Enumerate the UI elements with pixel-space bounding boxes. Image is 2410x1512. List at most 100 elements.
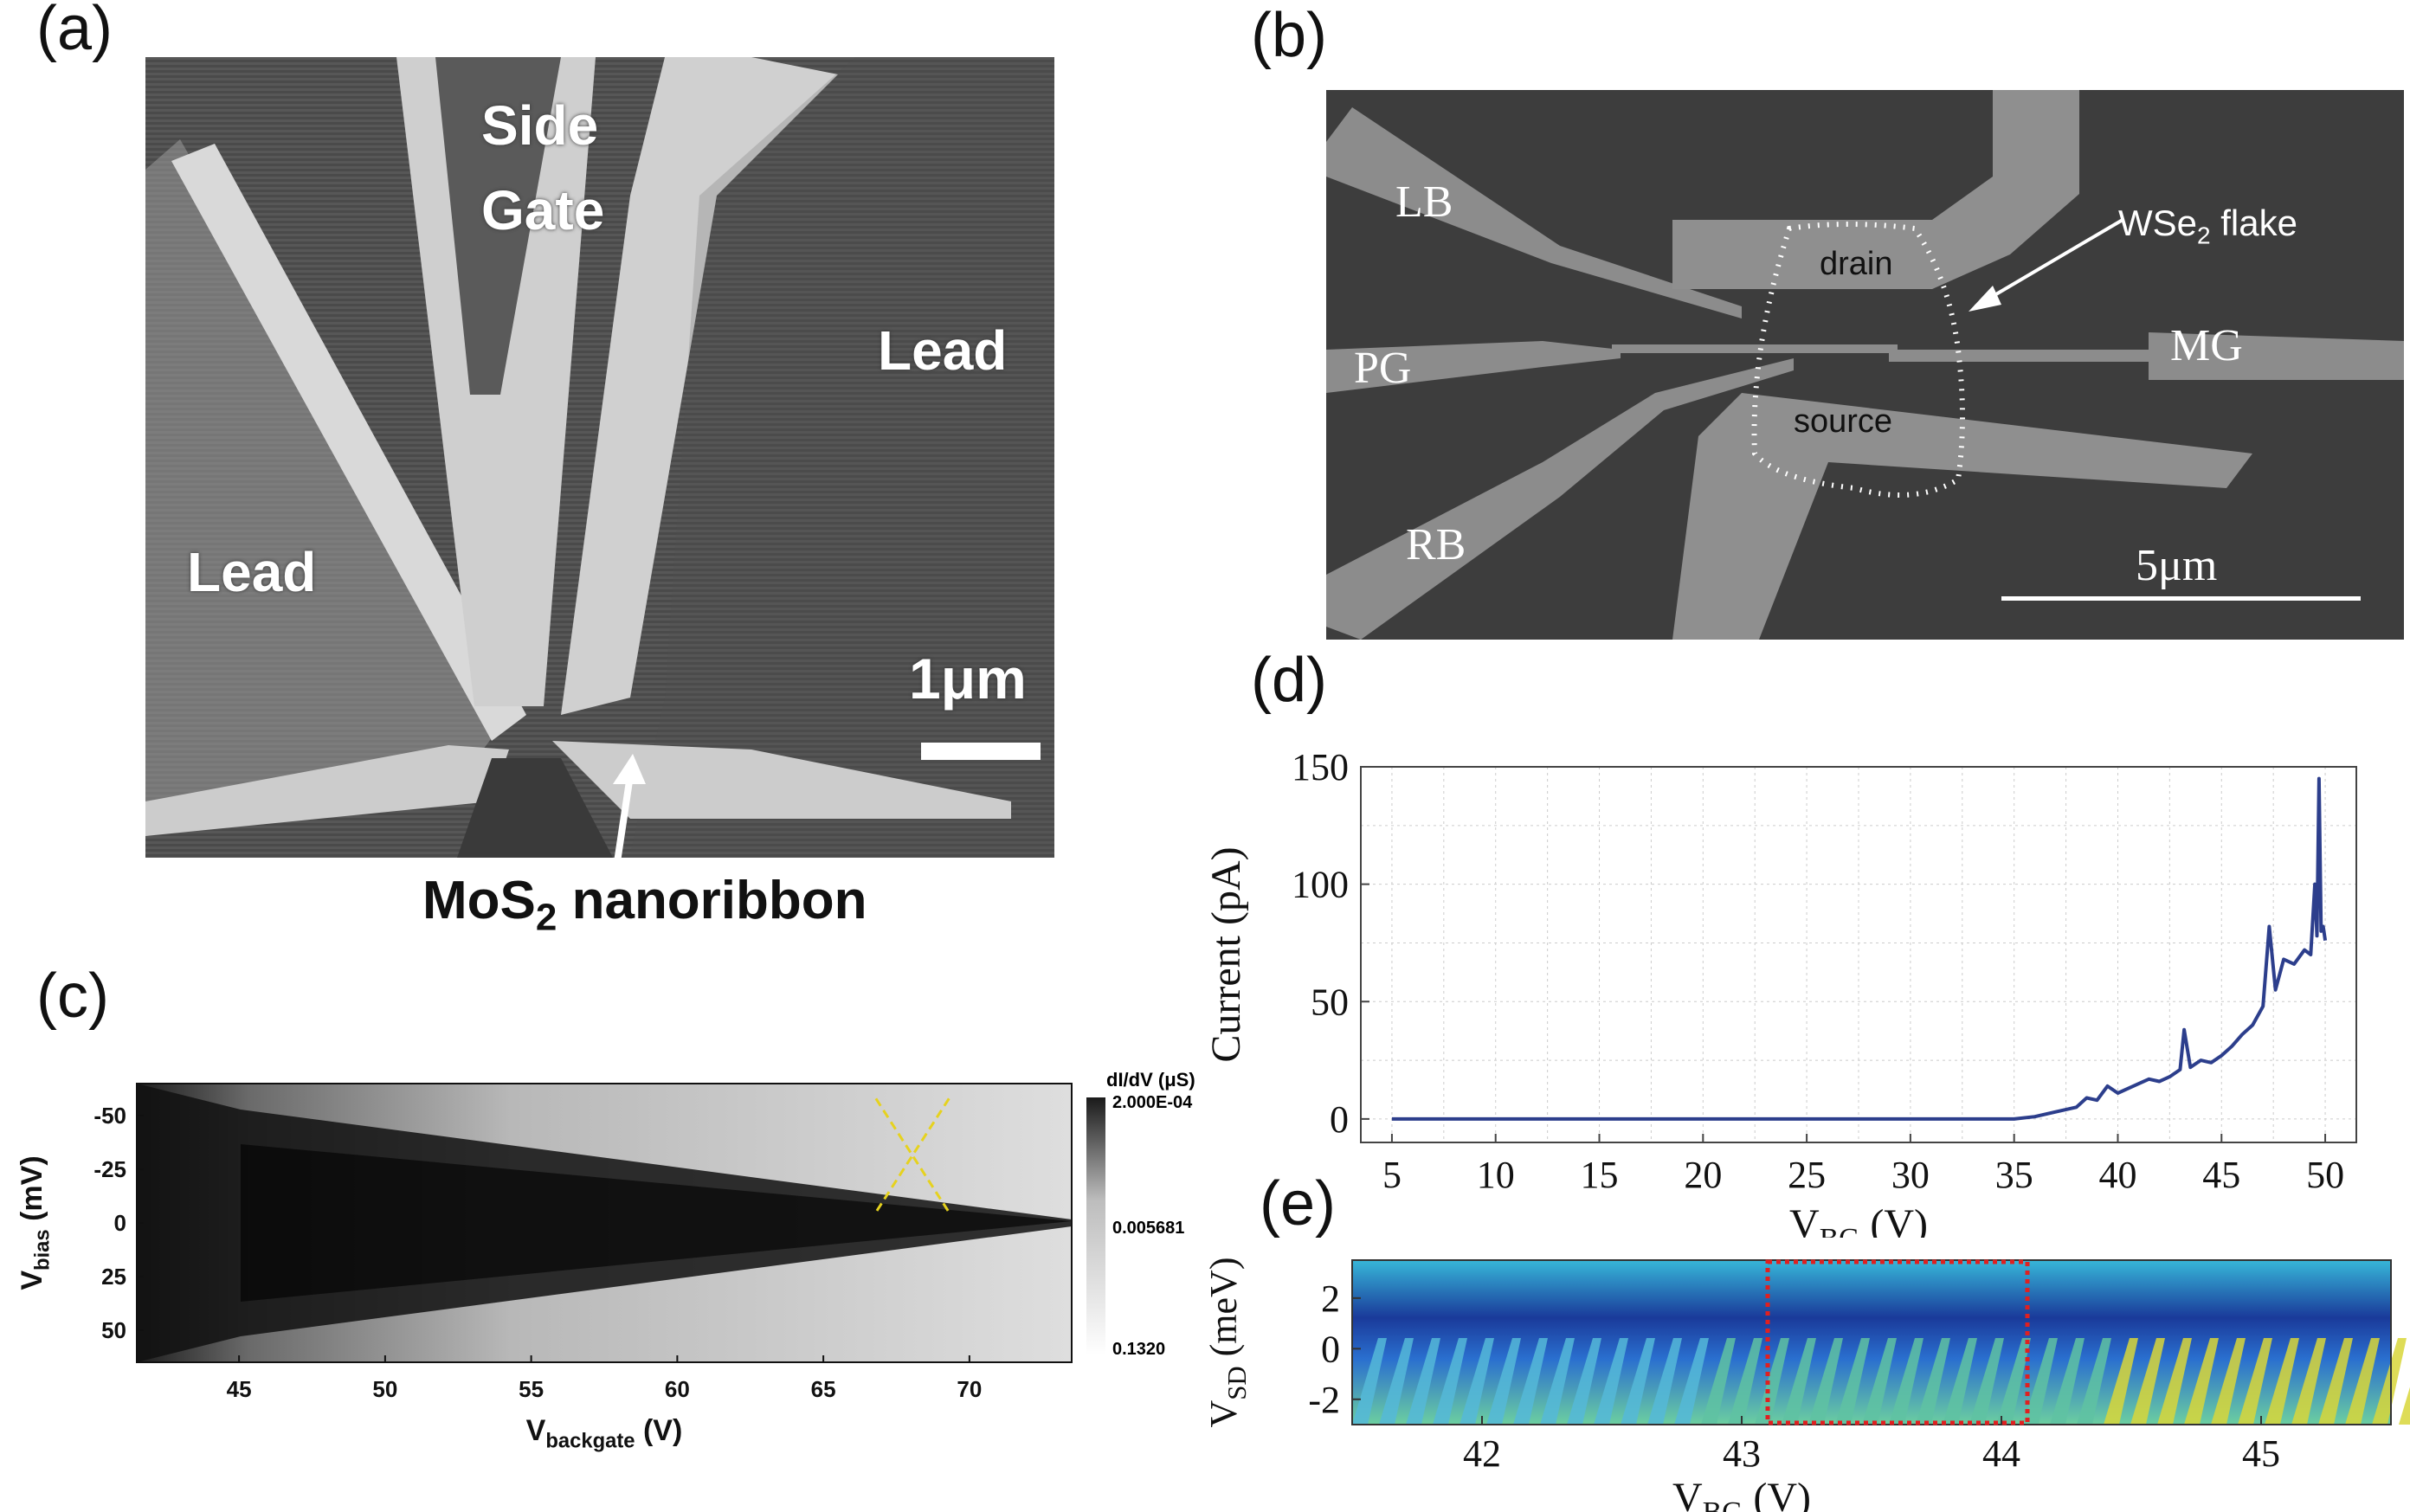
caption-subscript: 2 [535,896,557,939]
y-tick-label-e: 0 [1321,1328,1340,1370]
heatmap-e-stripe [1755,1338,1789,1425]
source-label: source [1794,403,1893,440]
heatmap-e-stripe [1808,1338,1843,1425]
heatmap-e-stripe [2318,1338,2353,1425]
heatmap-e-stripe [2077,1338,2111,1425]
panel-a-caption: MoS2 nanoribbon [422,870,867,939]
heatmap-e-stripe [1486,1338,1521,1425]
heatmap-e-stripe [2211,1338,2246,1425]
x-tick-label-d: 15 [1581,1154,1619,1196]
lead-label-left: Lead [187,541,317,603]
scale-bar-label-b: 5μm [2136,541,2218,590]
heatmap-e-stripe [1621,1338,1655,1425]
heatmap-c-gap-core [241,1144,1072,1302]
heatmap-e-stripe [1889,1338,1923,1425]
y-tick-label-c: 50 [101,1317,126,1343]
heatmap-e-stripe [1674,1338,1709,1425]
heatmap-e-stripe [2265,1338,2299,1425]
heatmap-e-stripe [2184,1338,2219,1425]
chart-d-plot-area: 5101520253035404550050100150VBG (V)Curre… [1203,746,2357,1238]
x-tick-label-c: 50 [372,1376,397,1402]
panel-label-e: (e) [1260,1169,1336,1239]
x-tick-label-d: 50 [2306,1154,2344,1196]
x-tick-label-c: 45 [227,1376,252,1402]
x-tick-label-c: 55 [519,1376,544,1402]
heatmap-e-stripe [2345,1338,2380,1425]
plot-frame-d [1360,766,2357,1143]
caption-suffix: nanoribbon [557,871,867,930]
chart-d-current-vs-vbg: 5101520253035404550050100150VBG (V)Curre… [1203,746,2357,1238]
x-tick-label-c: 70 [957,1376,982,1402]
x-tick-label-c: 60 [665,1376,690,1402]
y-axis-label-e: VSD (meV) [1202,1258,1252,1428]
heatmap-e-stripe [1460,1338,1494,1425]
heatmap-e-stripe [2157,1338,2192,1425]
colorbar-top-label: 2.000E-04 [1112,1093,1193,1112]
colorbar [1086,1097,1105,1355]
y-tick-label-c: 25 [101,1264,126,1290]
x-axis-label-d: VBG (V) [1789,1201,1928,1238]
y-tick-label-c: 0 [114,1210,126,1236]
heatmap-e-stripe [1433,1338,1467,1425]
sem-image-drawing [1326,90,2404,640]
heatmap-e-stripe [2104,1338,2138,1425]
flake-label: WSe2 flake [2118,203,2297,249]
afm-image-drawing [145,57,1054,858]
colorbar-bottom-label: 0.1320 [1112,1340,1165,1359]
x-tick-label-d: 45 [2202,1154,2240,1196]
heatmap-e-stripe [1540,1338,1575,1425]
x-tick-label-d: 35 [1995,1154,2033,1196]
heatmap-e-stripe [2291,1338,2326,1425]
x-tick-label-e: 42 [1463,1432,1501,1475]
current-series-line [1391,776,2328,1121]
electrode-label-pg: PG [1354,344,1412,393]
x-axis-label-c: Vbackgate (V) [526,1414,683,1453]
heatmap-e-stripe [2238,1338,2272,1425]
flake-label-suffix: flake [2210,203,2297,243]
heatmap-e-stripe [1943,1338,1977,1425]
flake-label-prefix: WSe [2118,203,2198,243]
y-tick-label-d: 100 [1292,864,1349,906]
y-tick-label-d: 150 [1292,746,1349,788]
colorbar-mid-label: 0.005681 [1112,1219,1184,1238]
drain-label: drain [1820,246,1893,282]
x-tick-label-d: 40 [2098,1154,2136,1196]
lead-label-right: Lead [878,319,1008,382]
panel-label-c: (c) [36,962,109,1031]
diamond-line-2 [874,1097,950,1213]
heatmap-e-stripe [1513,1338,1548,1425]
heatmap-e-stripe [1647,1338,1682,1425]
side-gate-label-line1: Side [481,94,599,157]
heatmap-e-stripe [2023,1338,2058,1425]
panel-label-b: (b) [1251,1,1327,70]
x-tick-label-d: 20 [1684,1154,1722,1196]
x-tick-label-d: 5 [1382,1154,1402,1196]
heatmap-e-stripe [1406,1338,1440,1425]
heatmap-e-stripe [1782,1338,1816,1425]
x-tick-label-d: 30 [1891,1154,1930,1196]
heatmap-e-stripe [1916,1338,1950,1425]
electrode-label-lb: LB [1395,177,1453,227]
heatmap-e-stripe [1594,1338,1628,1425]
sem-image: LB PG RB MG drain source WSe2 flake 5μm [1326,90,2404,640]
afm-image: Side Gate Lead Lead 1μm [145,57,1054,858]
panel-label-d: (d) [1251,646,1327,715]
heatmap-e-stripe [1969,1338,2004,1425]
scale-bar-label-a: 1μm [909,647,1027,711]
y-axis-label-c: Vbias (mV) [16,1155,55,1290]
highlight-box [1765,1259,2030,1425]
x-tick-label-e: 43 [1723,1432,1761,1475]
x-tick-label-d: 25 [1788,1154,1826,1196]
x-tick-label-c: 65 [811,1376,836,1402]
y-tick-label-e: -2 [1308,1379,1340,1421]
heatmap-e-stripe [1835,1338,1870,1425]
y-axis-label-d: Current (pA) [1203,846,1249,1062]
heatmap-e-stripe [1701,1338,1736,1425]
heatmap-e-stripe [1728,1338,1762,1425]
y-tick-label-d: 50 [1311,981,1349,1023]
x-tick-label-e: 44 [1982,1432,2020,1475]
